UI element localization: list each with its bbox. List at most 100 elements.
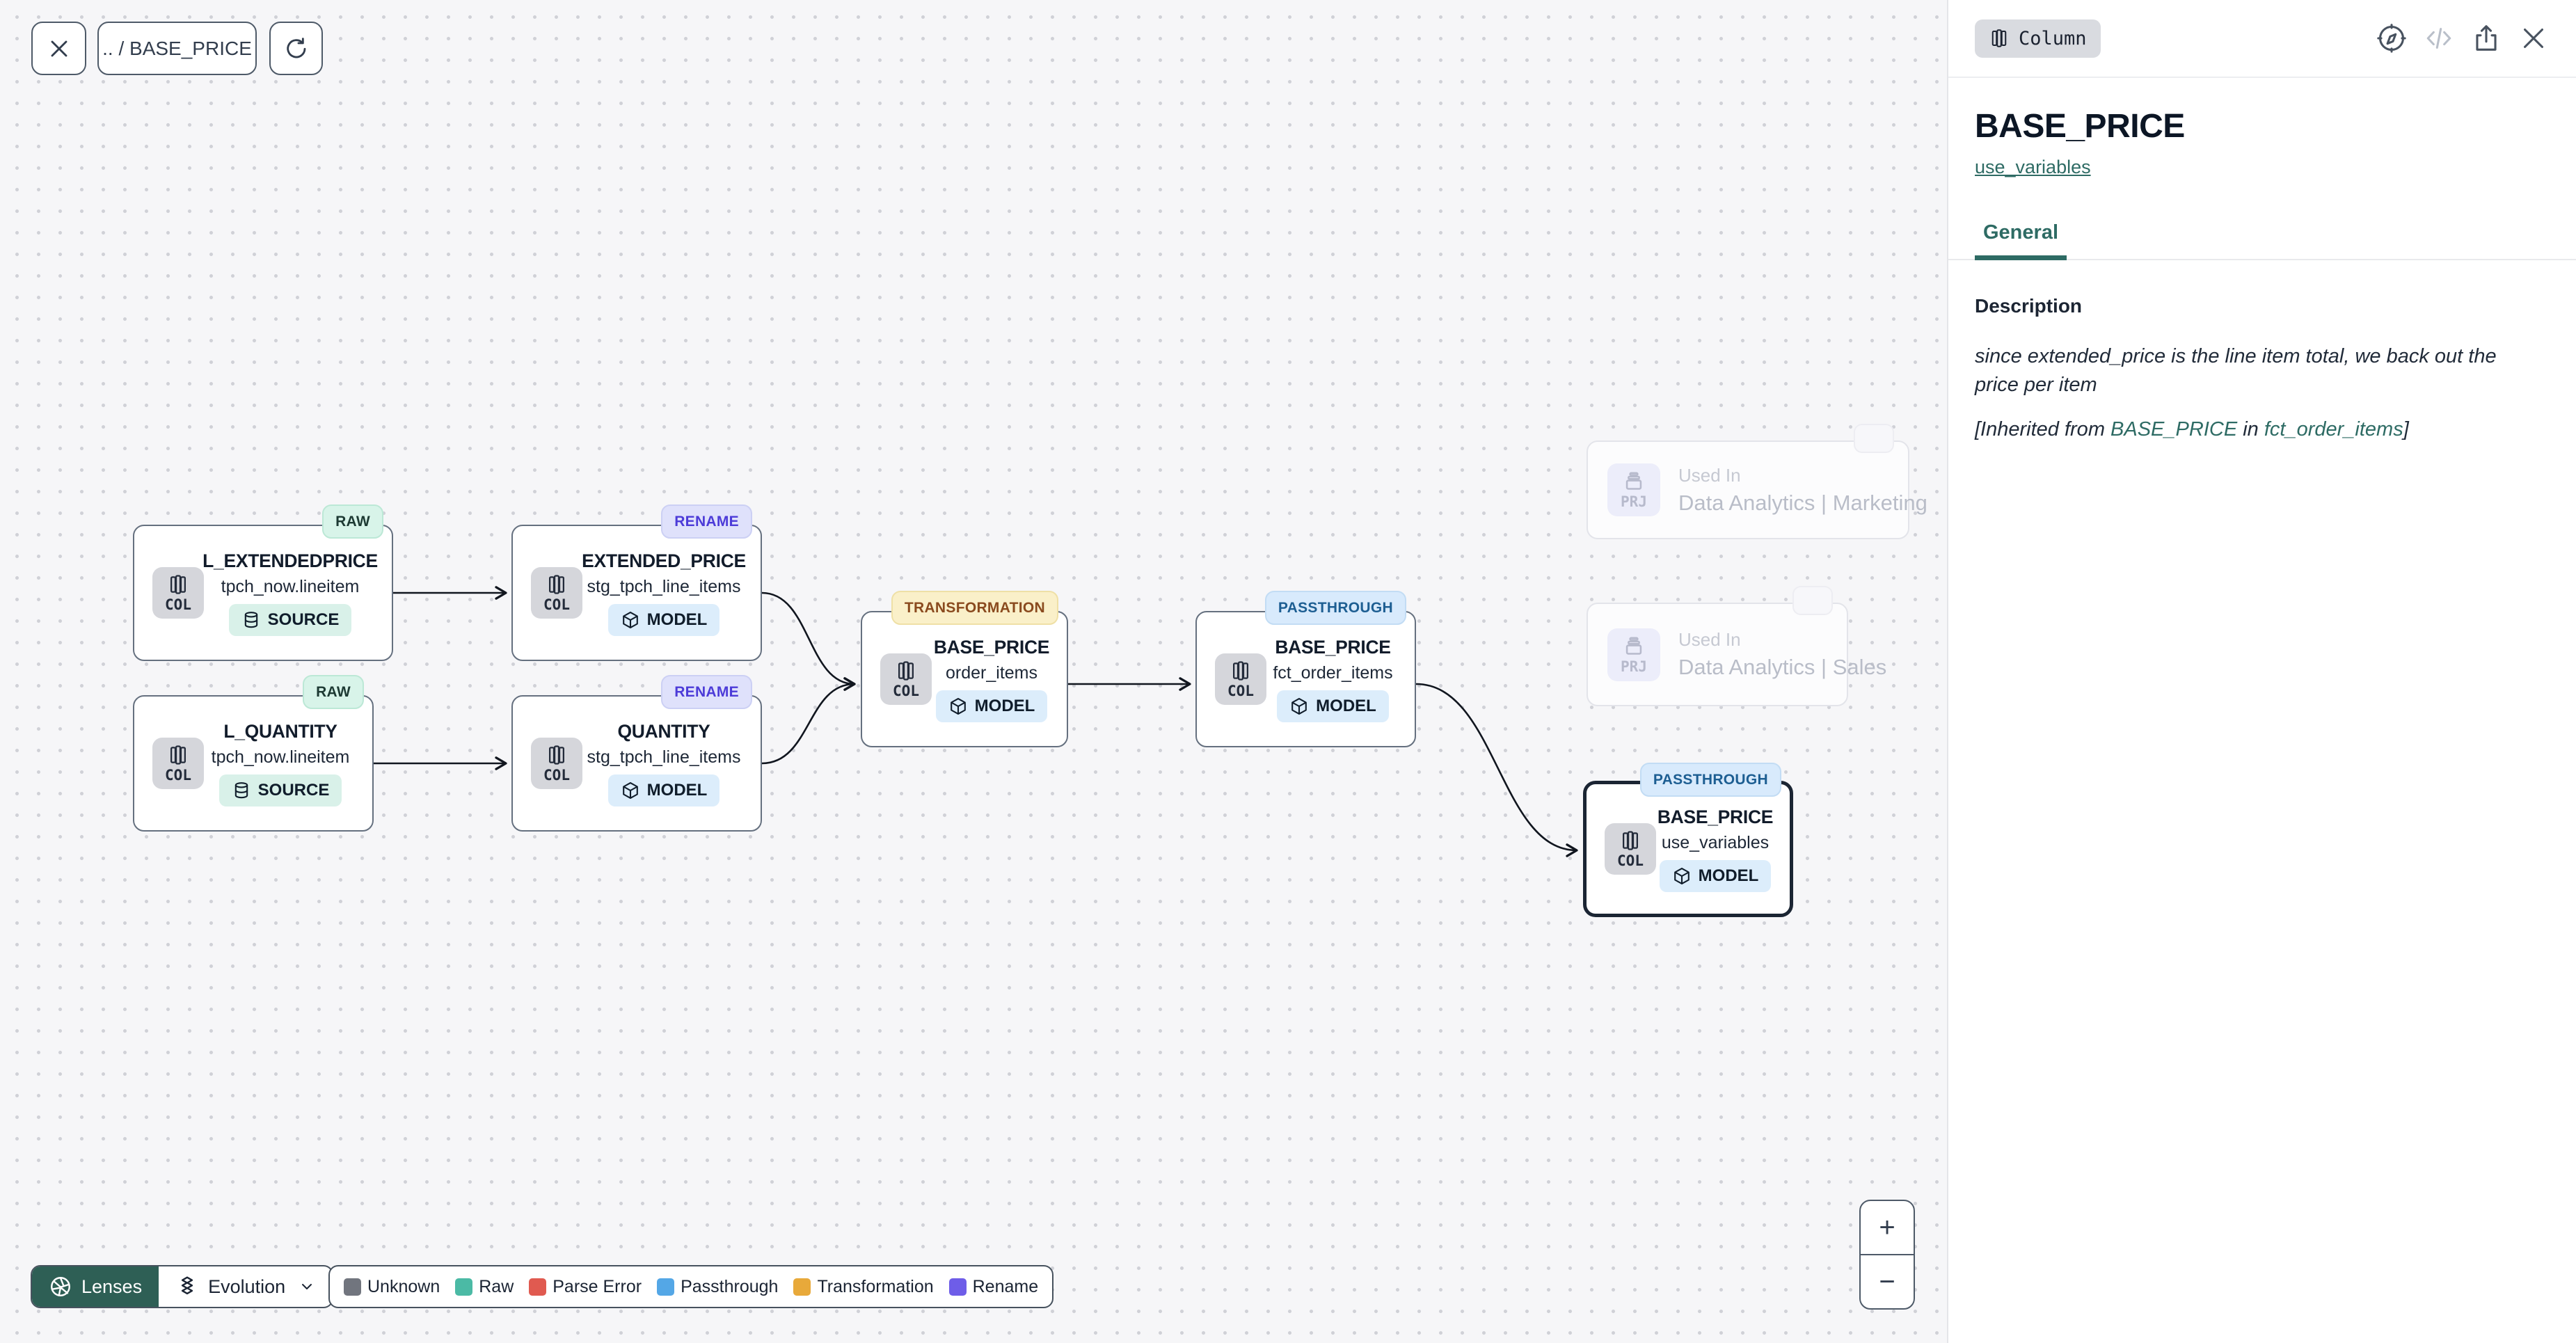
zoom-in-button[interactable]: +: [1861, 1201, 1914, 1255]
lens-badge: RENAME: [661, 504, 752, 539]
compass-icon: [2377, 24, 2406, 53]
breadcrumb[interactable]: .. / BASE_PRICE: [97, 22, 257, 75]
columns-icon: [548, 574, 565, 594]
column-chip: COL: [880, 653, 932, 705]
node-title: BASE_PRICE: [933, 636, 1050, 658]
inherited-suffix: ]: [2403, 418, 2409, 440]
column-chip: COL: [531, 567, 582, 619]
used-in-name: Data Analytics | Sales: [1678, 655, 1887, 679]
tab-general[interactable]: General: [1975, 221, 2067, 260]
used-in-label: Used In: [1678, 464, 1741, 486]
used-in-card[interactable]: PRJ Used In Data Analytics | Marketing: [1587, 424, 1927, 539]
code-icon: [2426, 28, 2451, 49]
legend-label: Raw: [479, 1276, 514, 1296]
zoom-out-button[interactable]: −: [1861, 1255, 1914, 1308]
cube-icon: [950, 697, 966, 715]
refresh-icon: [286, 37, 305, 58]
columns-icon: [1622, 830, 1639, 850]
columns-icon: [1991, 29, 2007, 47]
lenses-button[interactable]: Lenses: [32, 1266, 159, 1307]
database-icon: [234, 781, 248, 798]
description-heading: Description: [1975, 295, 2083, 317]
column-chip: COL: [152, 738, 204, 789]
description-text: since extended_price is the line item to…: [1975, 345, 2497, 397]
inherited-note: [Inherited from BASE_PRICE in fct_order_…: [1975, 418, 2550, 441]
legend-item-passthrough: Passthrough: [657, 1277, 778, 1297]
share-icon: [2476, 25, 2497, 51]
node-model-name: fct_order_items: [1273, 662, 1393, 683]
legend-label: Transformation: [817, 1276, 934, 1296]
panel-header: Column: [1948, 0, 2576, 78]
edge-layer: [374, 586, 1578, 857]
node-title: BASE_PRICE: [1275, 636, 1391, 658]
close-icon: [2524, 29, 2543, 48]
node-model-name: stg_tpch_line_items: [587, 576, 741, 596]
used-in-name: Data Analytics | Marketing: [1678, 490, 1927, 515]
legend-swatch: [948, 1278, 967, 1296]
node-kind-badge: MODEL: [607, 603, 720, 636]
cube-icon: [622, 781, 638, 799]
explore-button[interactable]: [2376, 22, 2408, 54]
node-title: EXTENDED_PRICE: [582, 550, 746, 571]
legend-item-raw: Raw: [455, 1277, 514, 1297]
refresh-button[interactable]: [269, 22, 323, 75]
legend-swatch: [793, 1278, 811, 1296]
cube-icon: [1673, 867, 1689, 884]
lenses-label: Lenses: [81, 1276, 143, 1297]
share-button[interactable]: [2470, 22, 2502, 54]
page-title: BASE_PRICE: [1975, 108, 2185, 145]
close-icon: [51, 40, 67, 56]
lens-badge: RENAME: [661, 675, 752, 709]
columns-icon: [548, 745, 565, 765]
inherited-column-link[interactable]: BASE_PRICE: [2110, 418, 2238, 440]
node-kind-badge: SOURCE: [218, 774, 342, 806]
columns-icon: [170, 745, 186, 765]
lenses-control: Lenses Evolution: [31, 1265, 334, 1308]
lens-badge: RAW: [322, 504, 383, 539]
panel-actions: [2376, 22, 2550, 54]
columns-icon: [898, 660, 914, 681]
aperture-icon: [51, 1277, 70, 1296]
inherited-middle: in: [2237, 418, 2264, 440]
model-link[interactable]: use_variables: [1975, 157, 2091, 177]
inherited-model-link[interactable]: fct_order_items: [2264, 418, 2403, 440]
node-model-name: stg_tpch_line_items: [587, 747, 741, 767]
legend-label: Parse Error: [552, 1276, 642, 1296]
lens-badge: PASSTHROUGH: [1264, 591, 1406, 625]
node-kind-badge: MODEL: [1277, 690, 1389, 722]
panel-tabs: General: [1948, 214, 2576, 260]
used-in-label: Used In: [1678, 629, 1741, 650]
column-chip: COL: [1605, 823, 1656, 875]
breadcrumb-label: .. / BASE_PRICE: [102, 37, 252, 59]
legend-label: Rename: [972, 1276, 1039, 1296]
legend-label: Unknown: [367, 1276, 440, 1296]
node-model-name: order_items: [946, 662, 1037, 683]
code-button[interactable]: [2423, 22, 2455, 54]
details-panel: Column BASE_PRICE use_variables General: [1947, 0, 2576, 1343]
close-panel-button[interactable]: [2518, 22, 2550, 54]
lens-select[interactable]: Evolution: [159, 1266, 332, 1307]
cube-icon: [622, 611, 638, 628]
lens-legend: Unknown Raw Parse Error Passthrough Transfor…: [328, 1265, 1054, 1308]
node-kind-badge: SOURCE: [228, 603, 352, 636]
legend-swatch: [657, 1278, 675, 1296]
lens-selected-label: Evolution: [208, 1276, 286, 1297]
zoom-controls: + −: [1859, 1200, 1915, 1310]
layers-icon: [181, 1276, 193, 1295]
node-kind-badge: MODEL: [607, 774, 720, 806]
archive-icon: [1625, 472, 1642, 490]
close-lineage-button[interactable]: [31, 22, 86, 75]
legend-label: Passthrough: [681, 1276, 779, 1296]
project-chip: PRJ: [1607, 463, 1660, 516]
legend-item-rename: Rename: [948, 1276, 1039, 1297]
cube-icon: [1291, 697, 1307, 715]
